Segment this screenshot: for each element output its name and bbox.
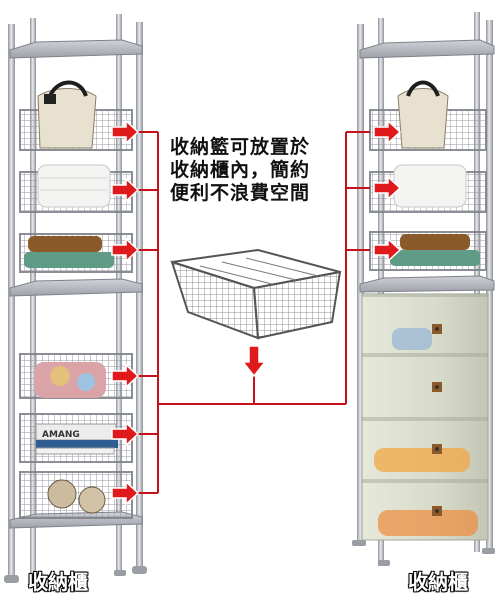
right-basket-3 (369, 231, 487, 271)
right-product-label: 收納櫃 (408, 570, 468, 594)
feature-caption: 收納籃可放置於 收納櫃內，簡約 便利不浪費空間 (170, 136, 310, 205)
caption-line-3: 便利不浪費空間 (170, 182, 311, 204)
book-text: AMANG (42, 430, 80, 440)
left-basket-1 (19, 80, 133, 151)
drawer-cabinet (361, 293, 489, 541)
caption-line-2: 收納櫃內，簡約 (170, 159, 311, 181)
center-wire-basket (170, 248, 342, 340)
left-storage-rack: AMANG (4, 14, 147, 583)
left-product-label: 收納櫃 (28, 570, 88, 594)
left-basket-5: AMANG (19, 413, 133, 463)
left-basket-3 (19, 233, 133, 273)
right-basket-1 (369, 80, 487, 151)
drawer-2 (361, 355, 489, 419)
drawer-3 (361, 419, 489, 481)
caption-line-1: 收納籃可放置於 (170, 136, 311, 158)
down-arrow-icon (241, 345, 267, 378)
drawer-1 (361, 295, 489, 355)
right-arrow-icon (111, 119, 402, 506)
drawer-4 (361, 481, 489, 541)
right-storage-rack (352, 12, 495, 566)
